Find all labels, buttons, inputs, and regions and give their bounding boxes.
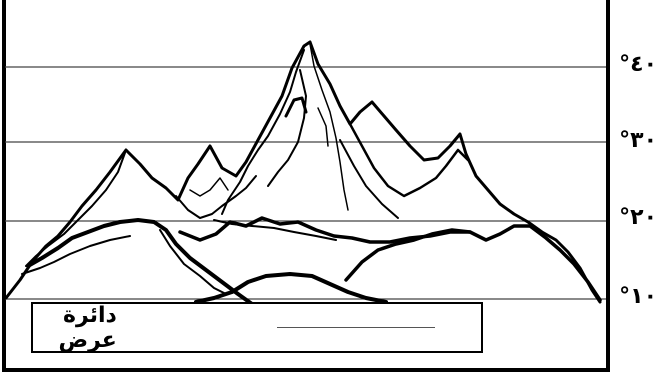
mountains xyxy=(4,40,602,306)
frame xyxy=(2,0,610,372)
answer-line[interactable] xyxy=(276,327,435,328)
latitude-label-20: ٢٠° xyxy=(619,205,657,230)
latitude-caption: دائرة عرض xyxy=(58,302,117,353)
latitude-label-30: ٣٠° xyxy=(619,128,657,153)
latitude-label-40: ٤٠° xyxy=(619,52,657,77)
answer-box: دائرة عرض xyxy=(31,302,483,353)
latitude-label-10: ١٠° xyxy=(619,284,657,309)
